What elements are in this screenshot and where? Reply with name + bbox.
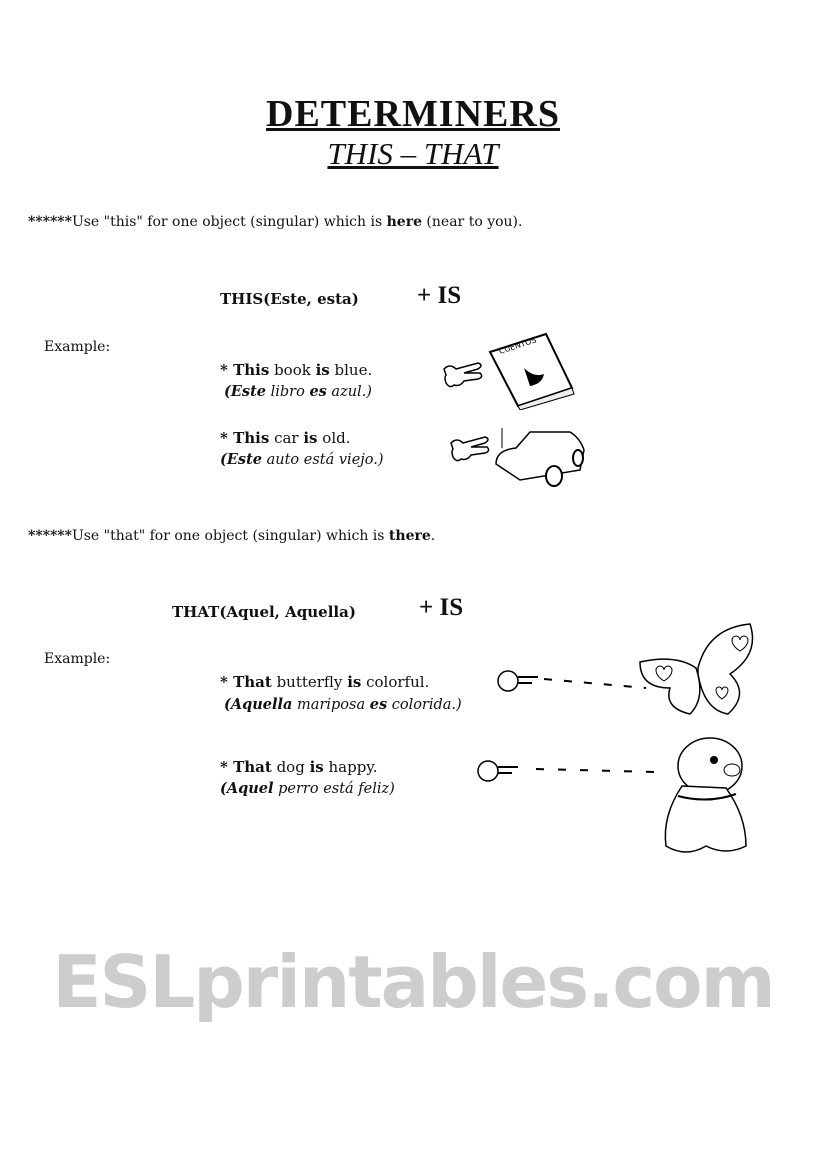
text-fragment: butterfly <box>271 673 348 691</box>
example-sentence: * That butterfly is colorful. <box>220 673 429 691</box>
text-fragment: old. <box>317 429 351 447</box>
rule-keyword: here <box>386 214 422 230</box>
text-fragment: book <box>269 361 316 379</box>
text-fragment: es <box>309 383 327 400</box>
this-formula: THIS(Este, esta) <box>220 290 359 308</box>
text-fragment: ****** <box>28 528 72 544</box>
text-fragment: is <box>347 673 362 691</box>
book-icon: CUENTOS <box>488 332 575 410</box>
text-fragment: * <box>220 429 234 447</box>
text-fragment: auto está viejo.) <box>262 452 384 468</box>
text-fragment: azul.) <box>326 384 372 400</box>
example-label: Example: <box>44 339 111 355</box>
pointing-hand-icon <box>443 362 483 388</box>
page-subtitle: THIS – THAT <box>327 136 499 171</box>
text-fragment: . <box>430 528 436 544</box>
text-fragment: there <box>388 528 431 544</box>
text-fragment: * <box>220 673 234 691</box>
example-translation: (Aquella mariposa es colorida.) <box>224 696 462 713</box>
text-fragment: (Este <box>220 451 262 468</box>
car-icon <box>495 428 585 487</box>
text-fragment: (Aquella <box>224 696 293 713</box>
text-fragment: * <box>220 758 234 776</box>
text-fragment: colorida.) <box>387 697 462 713</box>
page-title: DETERMINERS <box>266 93 560 135</box>
example-sentence: * This car is old. <box>220 429 350 447</box>
watermark: ESLprintables.com <box>52 940 775 1024</box>
example-sentence: * That dog is happy. <box>220 758 378 776</box>
text-fragment: (Aquel <box>220 780 274 797</box>
text-fragment: colorful. <box>361 673 430 691</box>
text-fragment: * <box>220 361 234 379</box>
that-rule: ******Use "that" for one object (singula… <box>28 528 435 544</box>
text-fragment: blue. <box>329 361 373 379</box>
text-fragment: is <box>315 361 330 379</box>
text-fragment: car <box>269 429 304 447</box>
text-fragment: mariposa <box>292 697 370 713</box>
this-plus-is: + IS <box>417 282 462 309</box>
text-fragment: is <box>309 758 324 776</box>
example-translation: (Este libro es azul.) <box>224 383 372 400</box>
that-formula: THAT(Aquel, Aquella) <box>172 603 356 621</box>
pointing-finger-dotted-icon <box>497 670 647 692</box>
text-fragment: is <box>303 429 318 447</box>
text-fragment: That <box>233 758 272 776</box>
pointing-finger-dotted-icon <box>477 760 657 782</box>
text-fragment: (Este <box>224 383 266 400</box>
text-fragment: es <box>369 696 388 713</box>
example-translation: (Este auto está viejo.) <box>220 451 384 468</box>
butterfly-icon <box>639 623 754 715</box>
example-label: Example: <box>44 651 111 667</box>
text-fragment: That <box>233 673 272 691</box>
text-fragment: This <box>233 361 270 379</box>
dog-icon <box>664 737 747 853</box>
text-fragment: happy. <box>323 758 378 776</box>
stars: ****** <box>28 214 72 230</box>
text-fragment: Use "that" for one object (singular) whi… <box>71 528 389 544</box>
example-translation: (Aquel perro está feliz) <box>220 780 395 797</box>
pointing-hand-icon <box>450 436 490 462</box>
rule-text: Use "this" for one object (singular) whi… <box>71 214 387 230</box>
this-rule: ******Use "this" for one object (singula… <box>28 214 522 230</box>
that-plus-is: + IS <box>419 594 464 621</box>
rule-text-end: (near to you). <box>421 214 523 230</box>
text-fragment: dog <box>271 758 310 776</box>
text-fragment: libro <box>266 384 310 400</box>
example-sentence: * This book is blue. <box>220 361 372 379</box>
text-fragment: This <box>233 429 270 447</box>
text-fragment: perro está feliz) <box>273 781 395 797</box>
